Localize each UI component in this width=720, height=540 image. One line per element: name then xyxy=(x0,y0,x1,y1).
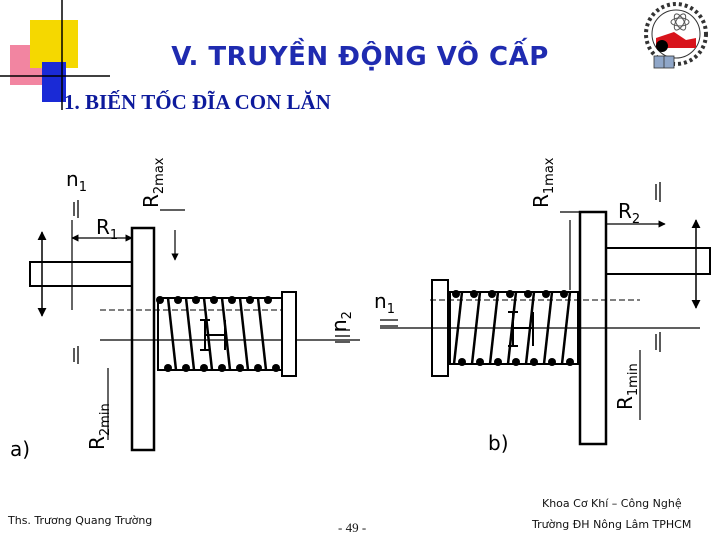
footer-school: Trường ĐH Nông Lâm TPHCM xyxy=(532,518,692,531)
label-r2min-a: R2min xyxy=(85,403,113,450)
figure-a: n1 R1 R2max R2min n2 a) xyxy=(10,157,360,461)
label-n1-a: n1 xyxy=(66,167,87,195)
corner-decoration xyxy=(0,0,110,110)
slide-title: V. TRUYỀN ĐỘNG VÔ CẤP xyxy=(171,42,549,72)
roller-balls-a xyxy=(156,296,280,372)
footer-page-number: - 49 - xyxy=(338,520,367,535)
label-r1max-b: R1max xyxy=(529,157,557,208)
label-n2-a: n2 xyxy=(327,311,355,332)
label-n1-b: n1 xyxy=(374,289,395,317)
panel-label-a: a) xyxy=(10,437,30,461)
university-logo-icon xyxy=(644,2,708,69)
panel-label-b: b) xyxy=(488,431,509,455)
figure-b: R1max R2 n1 R1min b) xyxy=(374,157,711,455)
footer-department: Khoa Cơ Khí – Công Nghệ xyxy=(542,497,682,510)
roller-balls-b xyxy=(452,290,574,366)
roller-coils-b xyxy=(452,291,572,365)
label-r1min-b: R1min xyxy=(613,363,641,410)
label-r1-a: R1 xyxy=(96,215,118,243)
output-shaft-b xyxy=(605,247,711,275)
roller-disc-variator-diagram: n1 R1 R2max R2min n2 a) xyxy=(10,157,711,461)
section-subtitle: 1. BIẾN TỐC ĐĨA CON LĂN xyxy=(64,90,331,114)
label-r2max-a: R2max xyxy=(139,157,167,208)
end-plate-a xyxy=(281,291,297,377)
label-r2-b: R2 xyxy=(618,199,640,227)
yellow-square xyxy=(30,20,78,68)
disc-a xyxy=(130,226,156,452)
input-shaft-a xyxy=(29,261,133,287)
footer-author: Ths. Trương Quang Trường xyxy=(8,514,153,527)
